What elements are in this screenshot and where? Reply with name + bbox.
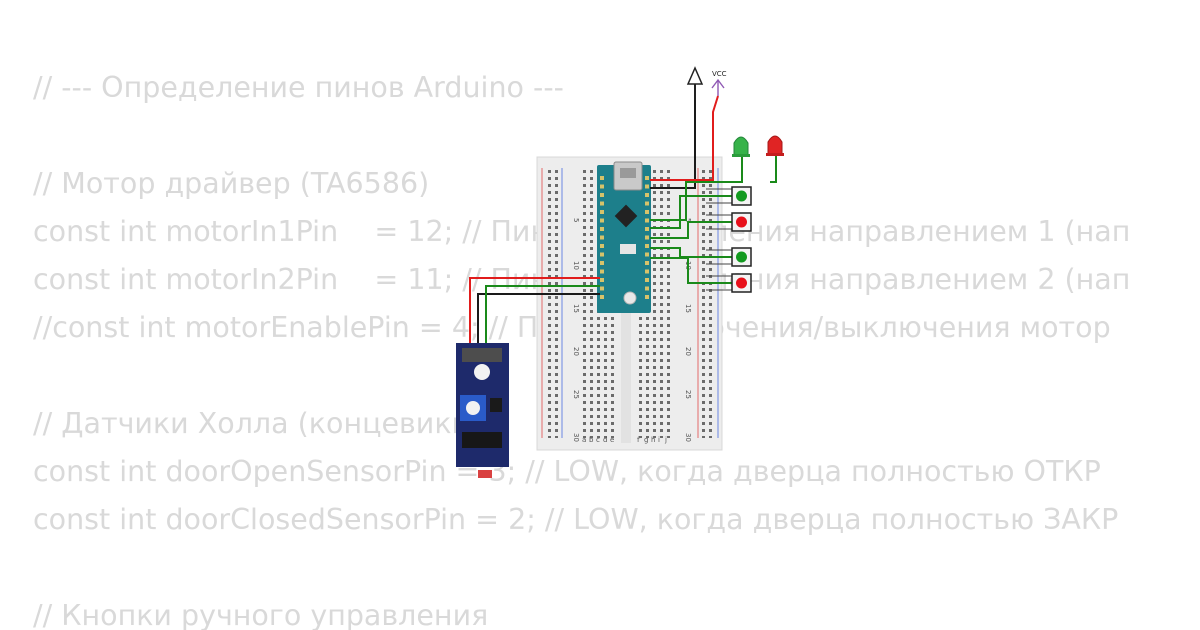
row-labels-left: 5 10 15 20 25 30: [572, 218, 580, 442]
pushbutton-red[interactable]: [650, 257, 752, 293]
header-pin: [600, 261, 604, 265]
row-label: 30: [572, 433, 580, 442]
code-line: // Кнопки ручного управления: [33, 599, 489, 630]
header-pin: [645, 244, 649, 248]
column-label: b: [589, 436, 594, 444]
header-pin: [600, 184, 604, 189]
button-cap[interactable]: [736, 277, 747, 289]
column-label: a: [582, 436, 586, 444]
reset-button-icon: [620, 244, 636, 254]
header-pin: [645, 227, 649, 231]
reset-button[interactable]: [623, 291, 637, 305]
column-label: f: [637, 436, 640, 444]
left-power-rail: [544, 168, 560, 438]
header-pin: [600, 244, 604, 248]
power-wires: [650, 95, 719, 189]
header-pin: [600, 218, 604, 223]
row-label: 20: [684, 347, 692, 356]
usb-port-icon: [620, 168, 636, 178]
row-label: 10: [572, 261, 580, 270]
row-label: 5: [684, 218, 692, 222]
ground-symbol: [686, 66, 704, 102]
header-pin: [600, 269, 604, 274]
header-pin: [645, 184, 649, 189]
button-cap[interactable]: [736, 190, 747, 202]
header-pin: [600, 193, 604, 197]
header-pin: [600, 295, 604, 299]
header-pin: [600, 235, 604, 240]
sensor-mount-hole-icon: [474, 364, 490, 380]
vcc-symbol: VCC: [711, 70, 727, 96]
header-pin: [645, 286, 649, 291]
sensor-header: [462, 348, 502, 362]
potentiometer-knob-icon: [466, 401, 480, 415]
nano-pins-left: [600, 176, 604, 299]
button-wire: [650, 257, 734, 284]
arduino-nano[interactable]: [597, 161, 651, 313]
header-pin: [645, 201, 649, 206]
pushbutton-green[interactable]: [650, 186, 752, 229]
header-pin: [645, 252, 649, 257]
column-label: g: [644, 436, 648, 444]
header-pin: [600, 278, 604, 282]
button-wire: [650, 247, 734, 258]
code-background: // --- Определение пинов Arduino --- // М…: [33, 71, 1130, 630]
button-cap[interactable]: [736, 251, 747, 263]
row-label: 20: [572, 347, 580, 356]
pushbutton-group: [650, 186, 752, 293]
code-line: // --- Определение пинов Arduino ---: [33, 71, 564, 104]
column-label: d: [603, 436, 607, 444]
button-wire: [650, 195, 734, 229]
column-label: i: [658, 436, 660, 444]
right-power-rail: [700, 168, 716, 438]
header-pin: [600, 252, 604, 257]
header-pin: [645, 269, 649, 274]
column-label: j: [664, 436, 667, 444]
arduino-board: [597, 165, 651, 313]
pushbutton-red[interactable]: [650, 212, 752, 239]
button-cap[interactable]: [736, 216, 747, 228]
code-line: const int doorClosedSensorPin = 2; // LO…: [33, 503, 1119, 536]
header-pin: [645, 193, 649, 197]
header-pin: [600, 227, 604, 231]
header-pin: [600, 176, 604, 180]
row-label: 15: [684, 304, 692, 313]
header-pin: [645, 278, 649, 282]
code-line: const int doorOpenSensorPin = 3; // LOW,…: [33, 455, 1101, 488]
header-pin: [645, 235, 649, 240]
header-pin: [600, 210, 604, 214]
row-label: 25: [572, 390, 580, 399]
led-green[interactable]: [650, 136, 750, 221]
header-pin: [600, 201, 604, 206]
nano-pins-right: [645, 176, 649, 299]
header-pin: [645, 218, 649, 223]
row-label: 25: [684, 390, 692, 399]
hall-sensor-module[interactable]: [456, 343, 509, 478]
code-line: // Мотор драйвер (TA6586): [33, 167, 430, 200]
svg-text:VCC: VCC: [712, 70, 727, 78]
header-pin: [645, 261, 649, 265]
header-pin: [645, 176, 649, 180]
row-label: 15: [572, 304, 580, 313]
column-label: c: [596, 436, 600, 444]
comparator-chip: [490, 398, 502, 412]
column-label: h: [651, 436, 655, 444]
header-pin: [645, 295, 649, 299]
header-pin: [645, 210, 649, 214]
led-red[interactable]: [766, 135, 784, 183]
row-label: 30: [684, 433, 692, 442]
pushbutton-green[interactable]: [650, 247, 752, 267]
header-pin: [600, 286, 604, 291]
hall-element: [478, 470, 492, 478]
sensor-wires: [469, 277, 600, 348]
sensor-ic: [462, 432, 502, 448]
row-label: 5: [572, 218, 580, 222]
button-wire: [650, 221, 734, 239]
code-line: // Датчики Холла (концевики): [33, 407, 482, 440]
column-label: e: [610, 436, 614, 444]
